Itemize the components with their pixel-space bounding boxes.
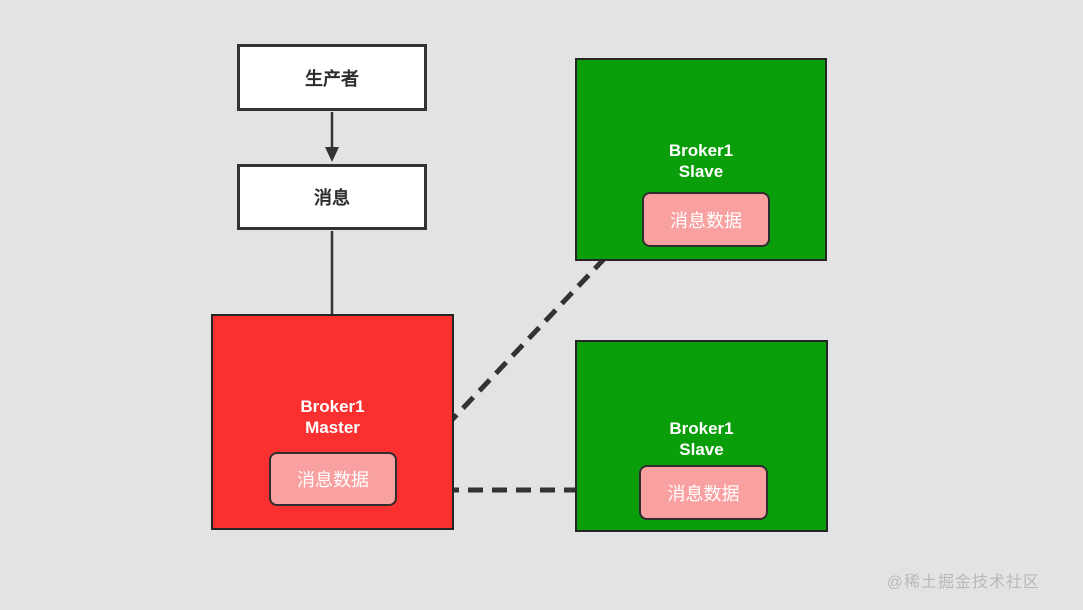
broker1-slave-bottom-title: Broker1 Slave (669, 419, 734, 459)
producer-node: 生产者 (237, 44, 427, 111)
master-message-data-box: 消息数据 (269, 452, 397, 506)
broker1-master-node: Broker1 Master 消息数据 (211, 314, 454, 530)
broker1-master-title: Broker1 Master (300, 397, 365, 437)
broker1-slave-top-node: Broker1 Slave 消息数据 (575, 58, 827, 261)
producer-label: 生产者 (305, 68, 359, 89)
message-label: 消息 (314, 188, 350, 208)
master-message-data-label: 消息数据 (297, 470, 369, 490)
slave-bottom-message-data-label: 消息数据 (667, 483, 740, 504)
slave-top-message-data-box: 消息数据 (642, 192, 770, 247)
arrowhead-producer-to-message (325, 147, 339, 162)
slave-bottom-message-data-box: 消息数据 (639, 465, 768, 520)
broker1-slave-bottom-node: Broker1 Slave 消息数据 (575, 340, 828, 532)
watermark: @稀土掘金技术社区 (886, 574, 1040, 591)
broker1-slave-top-title: Broker1 Slave (668, 141, 734, 181)
slave-top-message-data-label: 消息数据 (670, 210, 742, 231)
message-node: 消息 (237, 164, 427, 230)
